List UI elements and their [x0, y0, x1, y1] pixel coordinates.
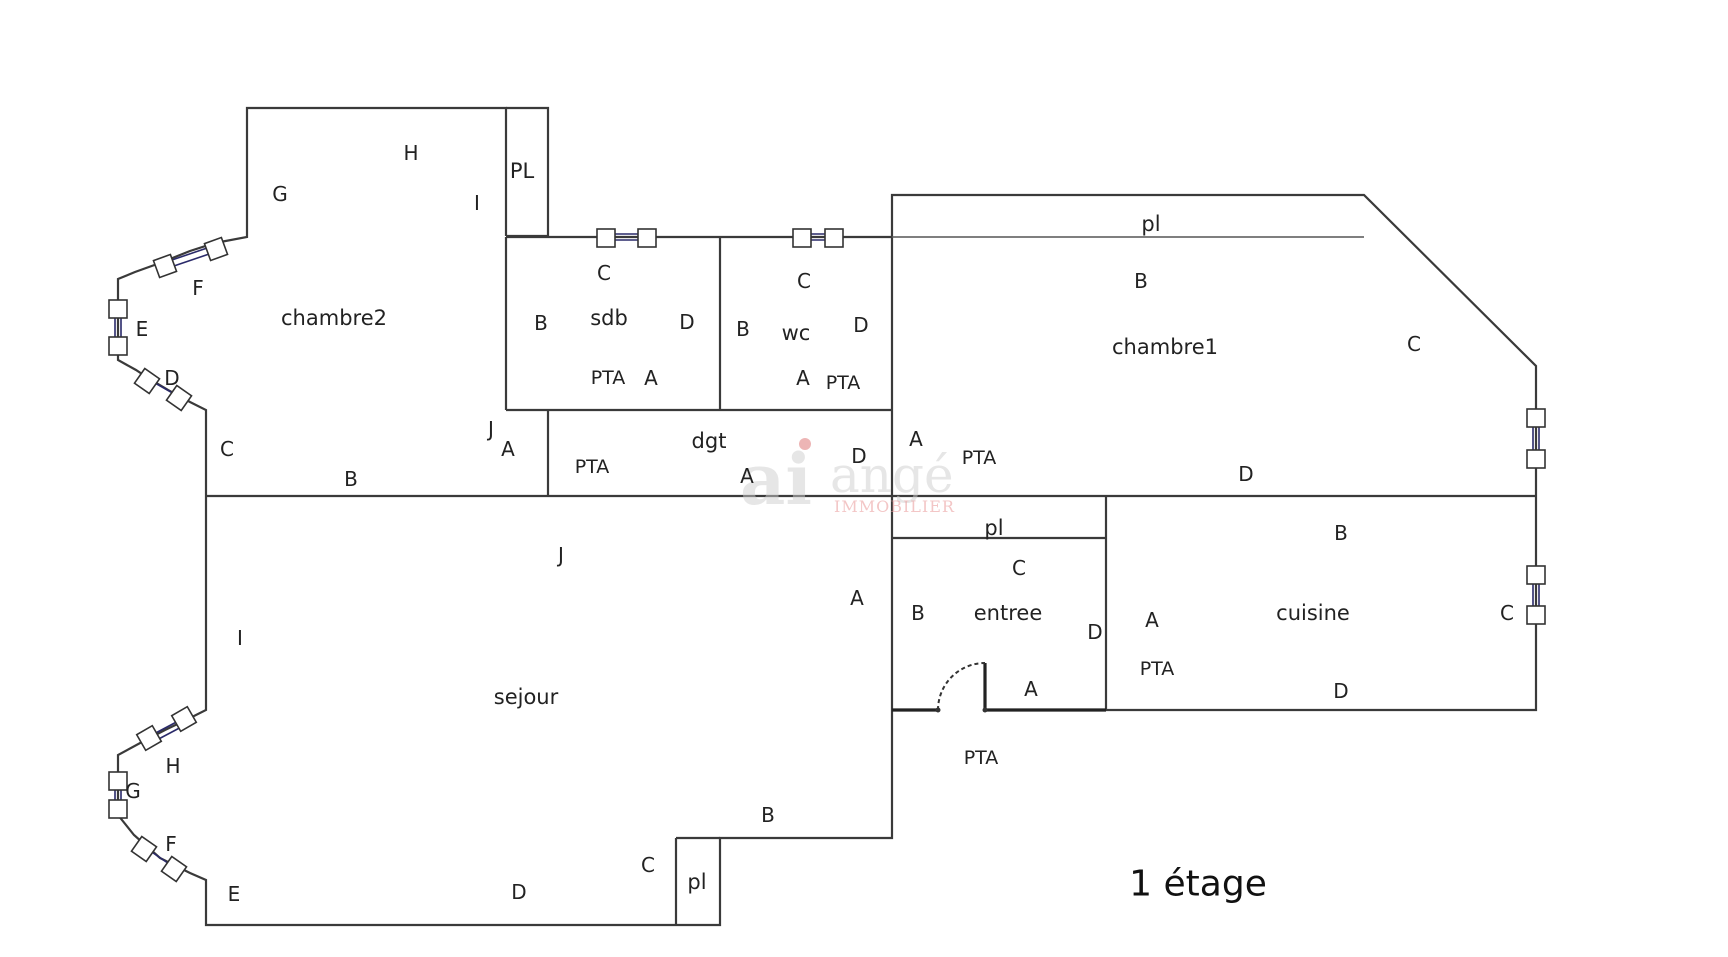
wall-label: C — [797, 269, 811, 293]
window-chambre2-f — [152, 236, 229, 279]
wall-label: B — [736, 317, 750, 341]
room-dgt: dgt — [691, 429, 727, 453]
wall-label: F — [165, 832, 177, 856]
wall-label: A — [1145, 608, 1159, 632]
wall-label: B — [911, 601, 925, 625]
window-sejour-g — [108, 771, 128, 819]
pta-label: PTA — [590, 367, 626, 389]
wall-label: A — [850, 586, 864, 610]
window-wc — [792, 228, 844, 248]
watermark-dot — [799, 438, 811, 450]
wall-label: D — [851, 444, 867, 468]
entry-door-swing — [937, 662, 986, 711]
pta-label: PTA — [961, 447, 997, 469]
wall-label: C — [641, 853, 655, 877]
wall-label: D — [853, 313, 869, 337]
wall-label: B — [1134, 269, 1148, 293]
room-cuisine: cuisine — [1276, 601, 1350, 625]
wall-label: D — [511, 880, 527, 904]
wall-label: A — [644, 366, 658, 390]
wall-label: I — [237, 626, 243, 650]
wall-label: E — [135, 317, 149, 341]
wall-label: C — [1012, 556, 1026, 580]
chambre2-walls — [116, 106, 550, 496]
pta-label: PTA — [825, 372, 861, 394]
sdb-wc-walls — [504, 235, 892, 496]
room-wc: wc — [781, 321, 811, 345]
wall-label: D — [1087, 620, 1103, 644]
room-pl-entree: pl — [984, 516, 1004, 540]
wall-label: J — [558, 543, 564, 567]
wall-label: E — [227, 882, 241, 906]
window-sdb — [596, 228, 657, 248]
wall-label: A — [909, 427, 923, 451]
wall-label: C — [220, 437, 234, 461]
room-chambre2: chambre2 — [281, 306, 387, 330]
window-chambre2-d — [133, 367, 193, 412]
wall-label: B — [761, 803, 775, 827]
pta-label: PTA — [963, 747, 999, 769]
wall-label: B — [534, 311, 548, 335]
room-pl-chambre1: pl — [1141, 212, 1161, 236]
wall-label: G — [125, 779, 141, 803]
room-pl-top-left: PL — [509, 159, 535, 183]
wall-label: D — [679, 310, 695, 334]
wall-label: F — [192, 276, 204, 300]
room-chambre1: chambre1 — [1112, 335, 1218, 359]
watermark-ai: ai — [740, 438, 812, 521]
window-chambre2-e — [108, 299, 128, 356]
wall-label: I — [474, 191, 480, 215]
wall-label: H — [403, 141, 419, 165]
wall-label: J — [488, 417, 494, 441]
wall-label: C — [1500, 601, 1514, 625]
wall-label: A — [501, 437, 515, 461]
wall-label: D — [1333, 679, 1349, 703]
wall-label: H — [165, 754, 181, 778]
watermark-subtitle: IMMOBILIER — [834, 497, 955, 516]
wall-label: C — [1407, 332, 1421, 356]
watermark-brand: angé — [830, 446, 954, 504]
wall-label: B — [344, 467, 358, 491]
window-chambre1 — [1526, 408, 1546, 469]
wall-label: A — [796, 366, 810, 390]
wall-label: C — [597, 261, 611, 285]
wall-label: G — [272, 182, 288, 206]
wall-label: A — [740, 464, 754, 488]
pta-label: PTA — [574, 456, 610, 478]
wall-label: D — [1238, 462, 1254, 486]
window-sejour-h — [135, 705, 198, 752]
wall-label: A — [1024, 677, 1038, 701]
room-pl-sejour: pl — [687, 870, 707, 894]
sejour-walls — [116, 496, 894, 927]
wall-label: B — [1334, 521, 1348, 545]
room-entree: entree — [973, 601, 1043, 625]
window-cuisine — [1526, 565, 1546, 625]
wall-label: D — [164, 366, 180, 390]
room-sdb: sdb — [590, 306, 628, 330]
window-sejour-f — [130, 835, 188, 883]
pta-label: PTA — [1139, 658, 1175, 680]
room-sejour: sejour — [493, 685, 559, 709]
plan-title: 1 étage — [1129, 863, 1267, 905]
